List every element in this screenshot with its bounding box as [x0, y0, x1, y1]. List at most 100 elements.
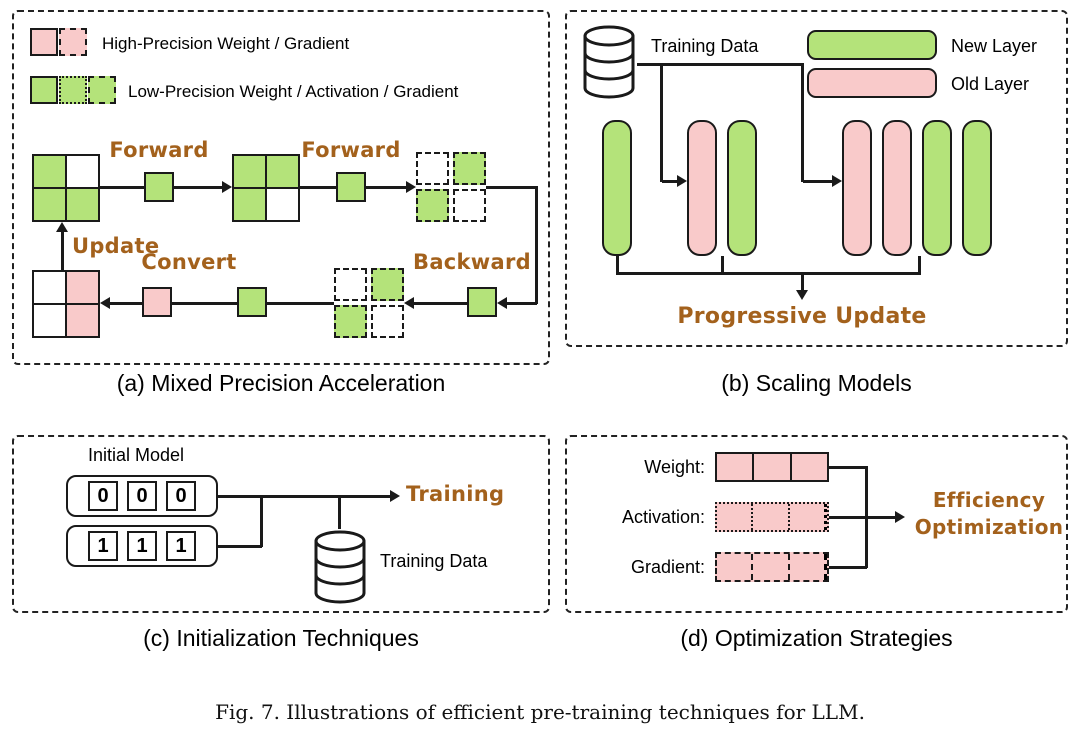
flow-line — [267, 302, 334, 305]
flow-line — [616, 272, 921, 275]
panel-d-title: (d) Optimization Strategies — [680, 625, 953, 651]
model-cell: 1 — [88, 531, 118, 561]
model-cell: 0 — [127, 481, 157, 511]
layer-bar-old — [882, 120, 912, 256]
model-cell: 1 — [166, 531, 196, 561]
panel-a-title: (a) Mixed Precision Acceleration — [116, 370, 446, 396]
flow-line — [637, 63, 803, 66]
flow-line — [918, 256, 921, 274]
weight-cell — [717, 454, 755, 480]
initial-model-row-ones: 1 1 1 — [66, 525, 218, 567]
training-data-label: Training Data — [651, 36, 759, 56]
grid-cell — [33, 271, 66, 304]
flow-line — [721, 256, 724, 274]
weight-label: Weight: — [644, 457, 705, 477]
panel-initialization: Initial Model 0 0 0 1 1 1 Training Train… — [12, 435, 550, 613]
arrowhead — [100, 297, 110, 309]
arrowhead — [832, 175, 842, 187]
flow-line — [218, 495, 390, 498]
gradient-cell — [790, 554, 827, 580]
flow-line — [616, 256, 619, 274]
label-backward: Backward — [413, 250, 531, 274]
database-icon — [314, 530, 366, 604]
grid-cell — [416, 152, 449, 185]
grid-cell — [33, 155, 66, 188]
grid-cell — [453, 189, 486, 222]
arrowhead — [390, 490, 400, 502]
grid-cell — [371, 305, 404, 338]
flow-line — [829, 466, 867, 469]
flow-line — [801, 63, 804, 182]
legend-swatch-highprec-gradient — [59, 28, 87, 56]
label-efficiency-line2: Optimization — [914, 515, 1064, 539]
activation-cell — [790, 504, 827, 530]
activation-box-1 — [144, 172, 174, 202]
flow-line — [801, 274, 804, 290]
arrowhead — [222, 181, 232, 193]
flow-line — [535, 186, 538, 304]
panel-b-title: (b) Scaling Models — [721, 370, 912, 396]
initial-model-row-zeros: 0 0 0 — [66, 475, 218, 517]
figure-caption: Fig. 7. Illustrations of efficient pre-t… — [215, 700, 865, 724]
flow-line — [660, 63, 663, 182]
arrowhead — [895, 511, 905, 523]
label-progressive-update: Progressive Update — [677, 304, 927, 329]
panel-mixed-precision: High-Precision Weight / Gradient Low-Pre… — [12, 10, 550, 365]
weight-row — [715, 452, 829, 482]
model-cell: 1 — [127, 531, 157, 561]
flow-line — [260, 495, 263, 547]
label-forward-1: Forward — [109, 138, 209, 162]
label-efficiency-optimization: Efficiency Optimization — [909, 487, 1069, 541]
gradient-row — [715, 552, 829, 582]
grid-cell — [66, 155, 99, 188]
activation-cell — [753, 504, 790, 530]
activation-box-2 — [336, 172, 366, 202]
label-update: Update — [72, 234, 160, 258]
grid-gradients — [334, 268, 404, 338]
layer-bar-old — [687, 120, 717, 256]
grid-cell — [334, 305, 367, 338]
grid-cell — [33, 188, 66, 221]
flow-line — [338, 495, 341, 529]
gradient-box-pink — [142, 287, 172, 317]
panel-optimization: Weight: Activation: Gradient: Efficiency… — [565, 435, 1068, 613]
model-cell: 0 — [88, 481, 118, 511]
arrowhead — [56, 222, 68, 232]
grid-cell — [33, 304, 66, 337]
arrowhead — [406, 181, 416, 193]
legend-label-high-precision: High-Precision Weight / Gradient — [102, 34, 350, 53]
grid-cell — [233, 188, 266, 221]
layer-bar-new — [922, 120, 952, 256]
arrowhead — [404, 297, 414, 309]
legend-new-layer-swatch — [807, 30, 937, 60]
weight-cell — [754, 454, 792, 480]
layer-bar-new — [962, 120, 992, 256]
flow-line — [110, 302, 142, 305]
grid-master-weights — [32, 154, 100, 222]
arrowhead — [796, 290, 808, 300]
grid-cell — [66, 271, 99, 304]
grid-cell — [66, 188, 99, 221]
flow-line — [829, 566, 867, 569]
flow-line — [414, 302, 467, 305]
flow-line — [865, 466, 868, 568]
legend-new-layer-label: New Layer — [951, 36, 1038, 56]
flow-line — [218, 545, 262, 548]
layer-bar-new — [727, 120, 757, 256]
legend-old-layer-label: Old Layer — [951, 74, 1030, 94]
label-convert: Convert — [141, 250, 237, 274]
legend-swatch-highprec-weight — [30, 28, 58, 56]
grid-cell — [266, 188, 299, 221]
grid-cell — [266, 155, 299, 188]
legend-swatch-lowprec-activation — [59, 76, 87, 104]
label-forward-2: Forward — [301, 138, 401, 162]
flow-line — [829, 516, 867, 519]
gradient-box-green — [237, 287, 267, 317]
legend-old-layer-swatch — [807, 68, 937, 98]
legend-swatch-lowprec-weight — [30, 76, 58, 104]
grid-activations — [416, 152, 486, 222]
panel-scaling-models: Training Data New Layer Old Layer Progre… — [565, 10, 1068, 347]
grid-cell — [371, 268, 404, 301]
weight-cell — [792, 454, 827, 480]
